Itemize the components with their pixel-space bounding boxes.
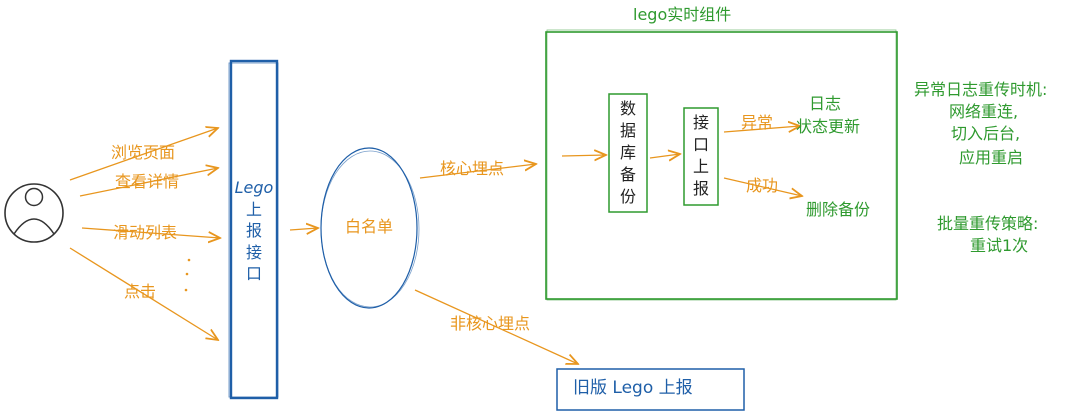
success-label: 成功: [746, 176, 779, 195]
retry-timing-title: 异常日志重传时机:: [914, 80, 1048, 99]
db-backup-box: [608, 93, 648, 213]
ellipsis-dot: [187, 258, 191, 262]
retry-timing-item: 应用重启: [959, 148, 1024, 167]
batch-retry-text: 重试1次: [970, 236, 1029, 255]
realtime-component-title: lego实时组件: [633, 5, 732, 24]
label-view-detail: 查看详情: [115, 172, 180, 191]
db-backup-char: 库: [619, 143, 636, 163]
db-backup-char: 份: [619, 187, 636, 207]
user-avatar-icon: [4, 183, 64, 243]
arrow-non-core: [414, 289, 578, 364]
whitelist-label: 白名单: [345, 217, 394, 236]
label-browse-page: 浏览页面: [111, 143, 176, 162]
retry-timing-item: 网络重连,: [949, 102, 1019, 121]
arrow-core: [419, 164, 536, 179]
exception-result-log: 日志: [809, 94, 842, 113]
exception-result-status: 状态更新: [796, 117, 861, 136]
lego-interface-line: 上: [245, 199, 262, 219]
old-report-box: [556, 368, 745, 411]
exception-label: 异常: [741, 113, 774, 132]
interface-report-box: [683, 107, 719, 206]
realtime-component-box: [545, 29, 898, 301]
arrow-browse: [69, 128, 218, 181]
interface-report-label: 接 口 上 报: [684, 112, 718, 200]
db-backup-label: 数 据 库 备 份: [609, 98, 647, 208]
arrow-to-interface-report: [649, 154, 680, 158]
whitelist-ellipse: [320, 147, 420, 309]
old-report-label: 旧版 Lego 上报: [573, 378, 693, 398]
batch-retry-title: 批量重传策略:: [937, 214, 1039, 233]
label-click: 点击: [124, 282, 157, 301]
lego-interface-line: Lego: [234, 178, 274, 197]
lego-interface-label: Lego 上 报 接 口: [231, 177, 277, 285]
arrow-scroll: [81, 227, 220, 238]
arrow-detail: [79, 168, 218, 197]
ellipsis-dot: [184, 288, 188, 292]
lego-interface-line: 口: [245, 264, 262, 284]
arrow-to-db-backup: [561, 155, 606, 156]
label-scroll-list: 滑动列表: [113, 223, 178, 242]
arrow-success: [723, 177, 802, 196]
interface-report-char: 报: [692, 179, 709, 199]
lego-interface-box: [228, 59, 279, 400]
lego-interface-line: 报: [245, 221, 262, 241]
interface-report-char: 接: [692, 113, 709, 132]
arrow-click: [69, 247, 218, 340]
db-backup-char: 备: [619, 165, 636, 185]
interface-report-char: 上: [692, 157, 709, 177]
db-backup-char: 数: [619, 99, 636, 118]
db-backup-char: 据: [619, 121, 636, 141]
non-core-point-label: 非核心埋点: [450, 314, 531, 333]
lego-interface-line: 接: [245, 242, 262, 262]
arrow-exception: [723, 126, 800, 132]
retry-timing-item: 切入后台,: [951, 124, 1021, 143]
success-result-label: 删除备份: [806, 200, 871, 219]
core-point-label: 核心埋点: [440, 159, 505, 178]
arrow-to-whitelist: [289, 228, 318, 230]
interface-report-char: 口: [692, 135, 709, 155]
ellipsis-dot: [185, 272, 189, 276]
